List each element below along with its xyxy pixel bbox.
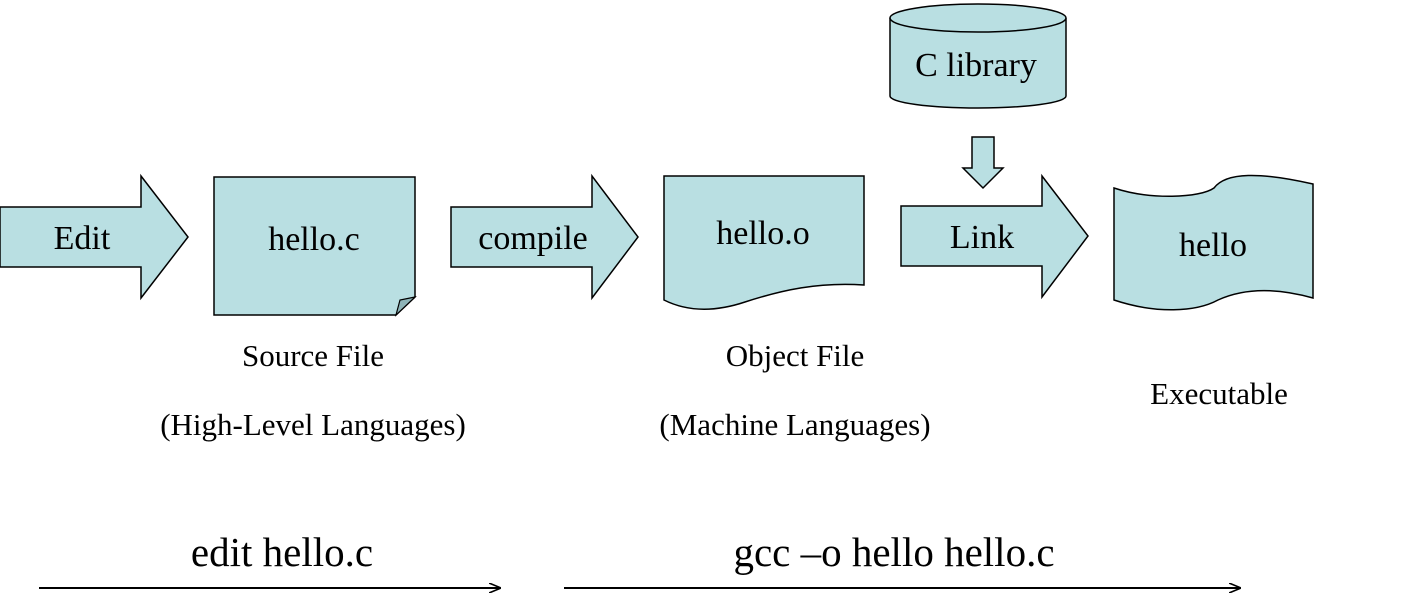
edit-command-text: edit hello.c	[191, 529, 373, 575]
executable-node: hello	[1113, 174, 1314, 311]
build-command-text: gcc –o hello hello.c	[733, 529, 1054, 575]
cylinder-top	[889, 3, 1067, 33]
edit-step-label: Edit	[54, 220, 111, 257]
executable-caption: Executable	[1150, 376, 1288, 411]
edit-command: edit hello.c	[39, 529, 500, 588]
block-arrow-shape	[0, 173, 189, 301]
source-file-caption: Source File	[242, 338, 384, 373]
tape-shape	[1113, 174, 1314, 311]
compile-step-arrow: compile	[450, 173, 639, 301]
link-step-label: Link	[950, 219, 1014, 256]
object-file-name: hello.o	[716, 215, 809, 252]
object-file-caption: Object File	[726, 338, 865, 373]
source-file-node: hello.c	[213, 176, 417, 317]
folded-corner	[394, 296, 417, 317]
block-arrow-shape	[450, 173, 639, 301]
wavy-document-shape	[663, 175, 865, 310]
down-arrow-icon	[961, 136, 1005, 190]
executable-name: hello	[1179, 227, 1247, 264]
link-step-arrow: Link	[900, 173, 1089, 300]
object-file-node: hello.o	[663, 175, 865, 310]
compile-step-label: compile	[478, 220, 588, 257]
source-file-subcaption: (High-Level Languages)	[160, 407, 466, 442]
object-file-subcaption: (Machine Languages)	[659, 407, 930, 442]
c-library-node: C library	[889, 3, 1067, 109]
source-file-name: hello.c	[268, 221, 360, 258]
edit-step-arrow: Edit	[0, 173, 189, 301]
block-arrow-shape	[900, 173, 1089, 300]
build-command: gcc –o hello hello.c	[564, 529, 1240, 588]
cylinder-body	[889, 18, 1067, 109]
c-library-label: C library	[915, 47, 1037, 84]
